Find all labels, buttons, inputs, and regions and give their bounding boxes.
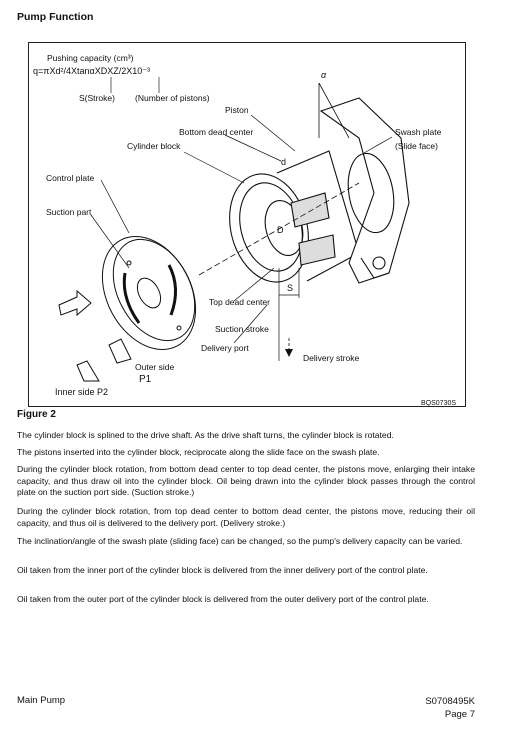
label-swash-plate: Swash plate — [395, 127, 442, 137]
footer-page-number: Page 7 — [444, 709, 475, 720]
control-plate-drawing — [101, 235, 197, 351]
label-inner-side: Inner side P2 — [55, 387, 108, 397]
alpha-incline-line — [318, 82, 350, 139]
rotation-arrows — [58, 289, 132, 382]
label-suction-stroke: Suction stroke — [215, 324, 269, 334]
paragraph-5: The inclination/angle of the swash plate… — [17, 536, 463, 546]
stroke-s-symbol: S — [287, 283, 293, 293]
formula: q=πXd²/4XtanαXDXZ/2X10⁻³ — [33, 66, 150, 76]
footer-section-name: Main Pump — [17, 695, 66, 706]
section-title: Pump Function — [17, 11, 94, 23]
cylinder-block-drawing — [229, 150, 360, 283]
drive-axis-line — [198, 182, 360, 276]
formula-s-label: S(Stroke) — [79, 93, 115, 103]
figure-caption: Figure 2 — [17, 409, 56, 420]
paragraph-1: The cylinder block is splined to the dri… — [17, 430, 394, 440]
label-delivery-port: Delivery port — [201, 343, 249, 353]
paragraph-2: The pistons inserted into the cylinder b… — [17, 447, 380, 457]
pitch-d-symbol: D — [277, 225, 284, 235]
label-bottom-dead-center: Bottom dead center — [179, 127, 253, 137]
label-p1: P1 — [139, 374, 152, 385]
leader-lines — [90, 114, 393, 344]
figure-code: BQS0730S — [421, 400, 456, 407]
label-outer-side: Outer side — [135, 362, 174, 372]
label-control-plate: Control plate — [46, 173, 94, 183]
label-delivery-stroke: Delivery stroke — [303, 353, 359, 363]
paragraph-7: Oil taken from the outer port of the cyl… — [17, 594, 429, 604]
footer-doc-code: S0708495K — [425, 696, 475, 707]
pump-diagram: Pushing capacity (cm³) q=πXd²/4XtanαXDXZ… — [33, 53, 456, 407]
label-top-dead-center: Top dead center — [209, 297, 270, 307]
formula-title: Pushing capacity (cm³) — [47, 53, 134, 63]
label-cylinder-block: Cylinder block — [127, 141, 181, 151]
label-suction-part: Suction part — [46, 207, 92, 217]
footer-page-info: S0708495K Page 7 — [425, 695, 475, 721]
piston-d-symbol: d — [281, 157, 286, 167]
swash-plate-drawing — [319, 97, 410, 284]
paragraph-4: During the cylinder block rotation, from… — [17, 506, 475, 528]
paragraph-6: Oil taken from the inner port of the cyl… — [17, 565, 428, 575]
alpha-symbol: α — [321, 70, 327, 80]
label-slide-face: (Slide face) — [395, 141, 438, 151]
label-piston: Piston — [225, 105, 249, 115]
delivery-stroke-arrowhead — [285, 349, 293, 357]
paragraph-3: During the cylinder block rotation, from… — [17, 464, 475, 497]
pump-figure: Pushing capacity (cm³) q=πXd²/4XtanαXDXZ… — [28, 42, 466, 407]
formula-z-label: (Number of pistons) — [135, 93, 210, 103]
